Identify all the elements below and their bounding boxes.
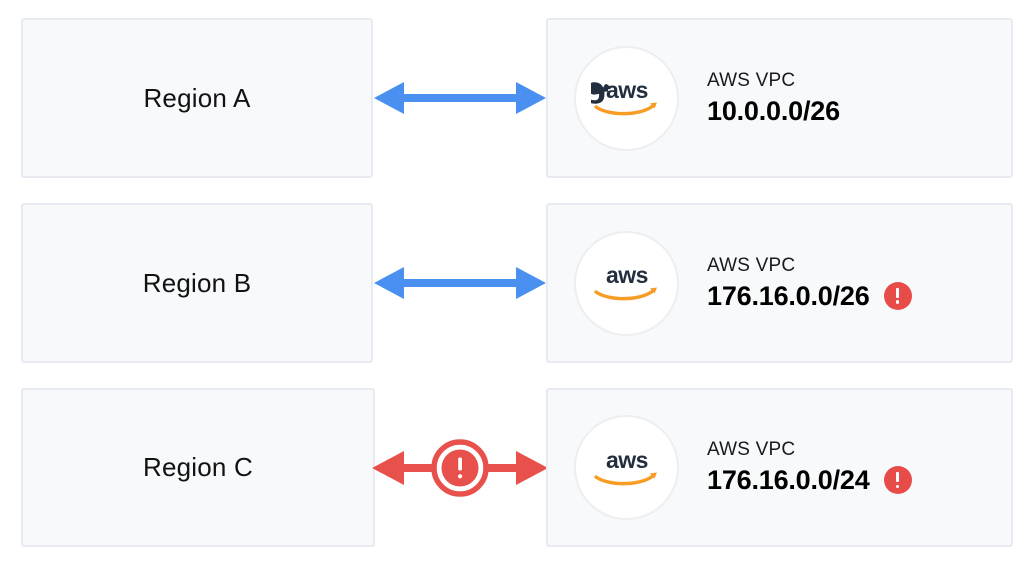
vpc-cidr-line: 176.16.0.0/24 bbox=[707, 464, 912, 496]
vpc-cidr-line: 176.16.0.0/26 bbox=[707, 280, 912, 312]
vpc-text-block: AWS VPC 10.0.0.0/26 bbox=[707, 69, 840, 127]
vpc-title: AWS VPC bbox=[707, 439, 796, 461]
double-arrow-error-icon bbox=[372, 438, 548, 497]
aws-logo-icon: aws bbox=[574, 230, 679, 336]
vpc-box[interactable]: aws AWS VPC 10.0.0.0/26 bbox=[546, 18, 1013, 178]
vpc-text-block: AWS VPC 176.16.0.0/26 bbox=[707, 254, 912, 312]
region-box[interactable]: Region C bbox=[21, 388, 375, 547]
region-box[interactable]: Region B bbox=[21, 203, 373, 363]
error-exclamation-icon bbox=[883, 466, 912, 495]
svg-text:aws: aws bbox=[606, 447, 648, 473]
connector-arrow-error bbox=[372, 388, 548, 547]
connection-row: Region B aws AWS VPC 176.16.0.0/26 bbox=[0, 203, 1032, 363]
double-arrow-icon bbox=[374, 267, 546, 299]
vpc-box[interactable]: aws AWS VPC 176.16.0.0/24 bbox=[546, 388, 1013, 547]
region-box[interactable]: Region A bbox=[21, 18, 373, 178]
aws-logo-icon: aws bbox=[574, 415, 679, 520]
svg-text:aws: aws bbox=[606, 77, 648, 103]
connection-row: Region C aws AWS VPC bbox=[0, 388, 1032, 547]
region-label: Region B bbox=[142, 267, 252, 298]
vpc-cidr-line: 10.0.0.0/26 bbox=[707, 95, 840, 127]
connection-row: Region A aws AWS VPC bbox=[0, 18, 1032, 178]
error-exclamation-icon bbox=[883, 281, 912, 310]
vpc-text-block: AWS VPC 176.16.0.0/24 bbox=[707, 438, 912, 496]
connector-arrow-ok bbox=[372, 18, 548, 178]
vpc-box[interactable]: aws AWS VPC 176.16.0.0/26 bbox=[546, 203, 1013, 363]
vpc-title: AWS VPC bbox=[707, 69, 796, 91]
svg-text:aws: aws bbox=[606, 262, 648, 288]
vpc-cidr: 176.16.0.0/26 bbox=[707, 280, 870, 311]
vpc-title: AWS VPC bbox=[707, 254, 796, 276]
aws-logo-icon: aws bbox=[574, 45, 679, 151]
vpc-cidr: 176.16.0.0/24 bbox=[707, 465, 870, 496]
connector-arrow-ok bbox=[372, 203, 548, 363]
region-label: Region A bbox=[143, 82, 251, 113]
region-label: Region C bbox=[143, 452, 253, 482]
double-arrow-icon bbox=[374, 82, 546, 114]
vpc-cidr: 10.0.0.0/26 bbox=[707, 95, 840, 126]
